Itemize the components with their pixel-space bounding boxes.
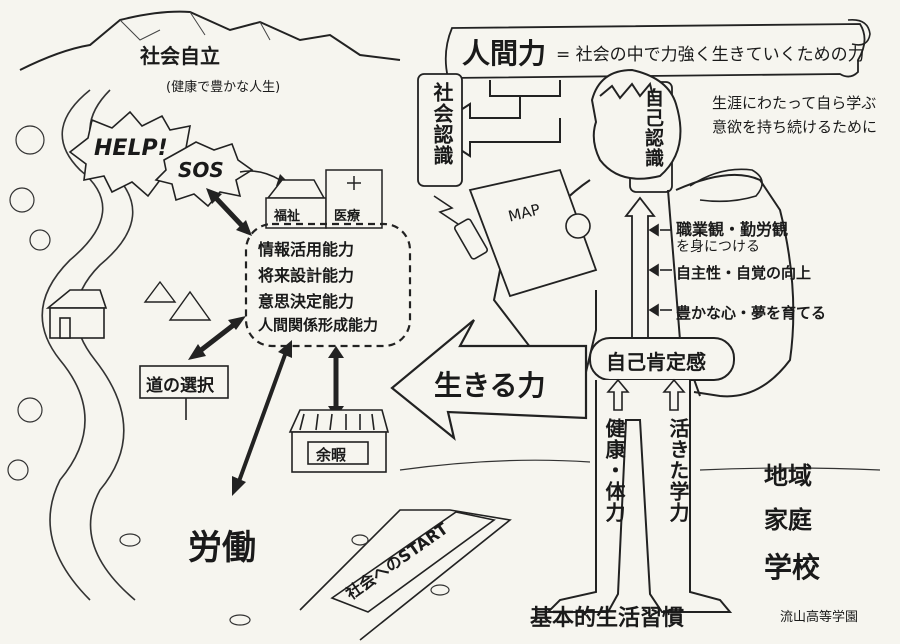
- bedroll: [689, 168, 763, 203]
- scroll-curl: [847, 18, 871, 46]
- rocks: [119, 533, 450, 626]
- leg-label-right: 活きた学力: [666, 418, 690, 523]
- self-esteem-label: 自己肯定感: [606, 350, 706, 374]
- growth-item: 職業観・勤労観: [676, 220, 789, 239]
- mountain-range: [19, 10, 401, 71]
- trees-left: [7, 125, 51, 481]
- credit-label: 流山高等学園: [780, 610, 859, 625]
- growth-item: 自主性・自覚の向上: [676, 264, 812, 282]
- tents: [143, 280, 212, 321]
- community-school: 学校: [764, 551, 821, 584]
- ability-item: 人間関係形成能力: [258, 316, 379, 334]
- growth-arrows: [624, 196, 656, 341]
- side-arrows: [648, 223, 672, 317]
- growth-item: を身につける: [676, 239, 760, 255]
- lifelong-learning-line: 意欲を持ち続けるために: [712, 118, 878, 136]
- leg-arrows: [606, 378, 686, 411]
- ningenryoku-title: 人間力: [462, 37, 547, 70]
- sos-label: SOS: [178, 158, 224, 182]
- person-head: [590, 68, 682, 180]
- medical-label: 医療: [334, 209, 361, 224]
- ikiru-chikara-label: 生きる力: [434, 369, 546, 402]
- ability-item: 情報活用能力: [258, 240, 355, 259]
- ikiru-chikara-arrow: [390, 319, 588, 441]
- phone: [454, 218, 488, 260]
- connector-arrows: [188, 188, 344, 496]
- signpost: [139, 365, 229, 420]
- ability-item: 将来設計能力: [258, 266, 355, 285]
- sos-arrow: [239, 170, 281, 181]
- social-awareness-box: [417, 73, 463, 187]
- labor-label: 労働: [188, 528, 256, 568]
- map-sheet: [468, 168, 598, 298]
- house-left: [45, 289, 108, 339]
- community-region: 地域: [764, 462, 812, 490]
- leisure-label: 余暇: [316, 446, 347, 464]
- self-awareness-label: 自己認識: [642, 88, 664, 168]
- medical-building: [325, 169, 383, 229]
- ningenryoku-definition: = 社会の中で力強く生きていくための力: [556, 45, 865, 65]
- welfare-building: [265, 179, 327, 229]
- social-independence-subtitle: (健康で豊かな人生): [166, 80, 281, 95]
- sos-burst: [154, 141, 254, 208]
- growth-item: 豊かな心・夢を育てる: [676, 304, 827, 322]
- leisure-house: [288, 409, 390, 473]
- social-independence-title: 社会自立: [140, 44, 220, 68]
- ability-item: 意思決定能力: [258, 292, 355, 311]
- road-choice-label: 道の選択: [146, 376, 214, 396]
- welfare-label: 福祉: [274, 209, 301, 224]
- lifelong-learning-line: 生涯にわたって自ら学ぶ: [712, 94, 877, 112]
- help-label: HELP!: [94, 136, 168, 161]
- winding-road-left: [41, 89, 104, 601]
- ningenryoku-scroll: [444, 23, 866, 79]
- mountain-ridge: [119, 11, 271, 41]
- foundation-label: 基本的生活習慣: [530, 606, 685, 631]
- start-road-banner: [330, 511, 496, 613]
- leg-label-left: 健康・体力: [602, 418, 626, 523]
- community-home: 家庭: [764, 506, 812, 534]
- social-awareness-label: 社会認識: [430, 82, 454, 166]
- lightning: [433, 195, 459, 225]
- horizon: [399, 459, 881, 471]
- person-legs: [545, 380, 733, 613]
- compass: [565, 213, 591, 239]
- abilities-box: [244, 222, 412, 348]
